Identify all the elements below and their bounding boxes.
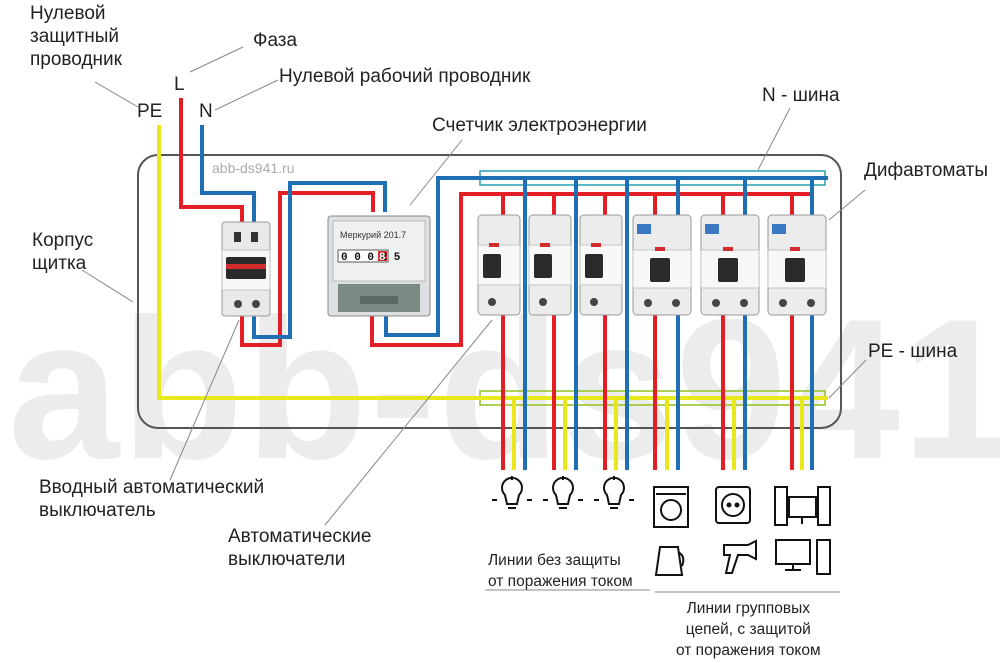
meter-label: Счетчик электроэнергии: [432, 115, 647, 136]
meter-model: Меркурий 201.7: [340, 230, 406, 240]
circuit-phase-lines: [501, 315, 794, 470]
electricity-meter: [327, 215, 431, 317]
lamp-icon: [594, 476, 634, 509]
housing-label: Корпус щитка: [32, 230, 94, 274]
breakers-label: Автоматические выключатели: [228, 526, 372, 570]
washing-machine-icon: [653, 486, 689, 528]
main-breaker: [221, 221, 271, 317]
phase-label: Фаза: [253, 30, 298, 51]
site-label: abb-ds941.ru: [212, 160, 295, 176]
rcbo-3: [767, 214, 827, 316]
hair-dryer-icon: [723, 539, 757, 574]
cabinet-housing: [137, 154, 842, 429]
main-to-meter-wires: [240, 181, 387, 347]
l-short-label: L: [174, 74, 185, 95]
pe-short-label: PE: [137, 101, 163, 122]
stereo-icon: [774, 486, 831, 526]
circuit-breakers: [477, 214, 623, 316]
main-breaker-label: Вводный автоматический выключатель: [39, 477, 265, 521]
breaker-phase-feeds: [501, 194, 794, 215]
leader-lines: [81, 46, 867, 593]
pe-conductor-label: Нулевой защитный проводник: [30, 3, 122, 70]
n-bus-label: N - шина: [762, 85, 840, 106]
circuit-pe-lines: [512, 398, 804, 470]
meter-reading-last: 8: [379, 252, 386, 264]
rcbo-2: [700, 214, 760, 316]
rcbo-label: Дифавтоматы: [864, 160, 988, 181]
pe-bus-label: PE - шина: [868, 341, 958, 362]
circuit-neutral-lines: [523, 178, 814, 470]
socket-icon: [715, 486, 751, 524]
circuit-breaker-3: [579, 214, 623, 316]
load-icons: [492, 476, 831, 576]
circuit-breaker-1: [477, 214, 521, 316]
incoming-neutral-wire: [200, 125, 256, 230]
neutral-conductor-label: Нулевой рабочий проводник: [279, 66, 531, 87]
lines-protected-label: Линии групповых цепей, с защитой от пора…: [676, 600, 821, 659]
n-short-label: N: [199, 101, 213, 122]
kettle-icon: [654, 546, 685, 576]
incoming-phase-wire: [179, 98, 244, 230]
lines-unprotected-label: Линии без защиты от поражения током: [488, 552, 633, 590]
lamp-icon: [543, 476, 583, 509]
rcbo-devices: [632, 214, 827, 316]
lamp-icon: [492, 476, 532, 509]
computer-icon: [775, 539, 831, 575]
meter-reading: 0 0 0 2 5: [341, 252, 401, 264]
circuit-breaker-2: [528, 214, 572, 316]
rcbo-1: [632, 214, 692, 316]
